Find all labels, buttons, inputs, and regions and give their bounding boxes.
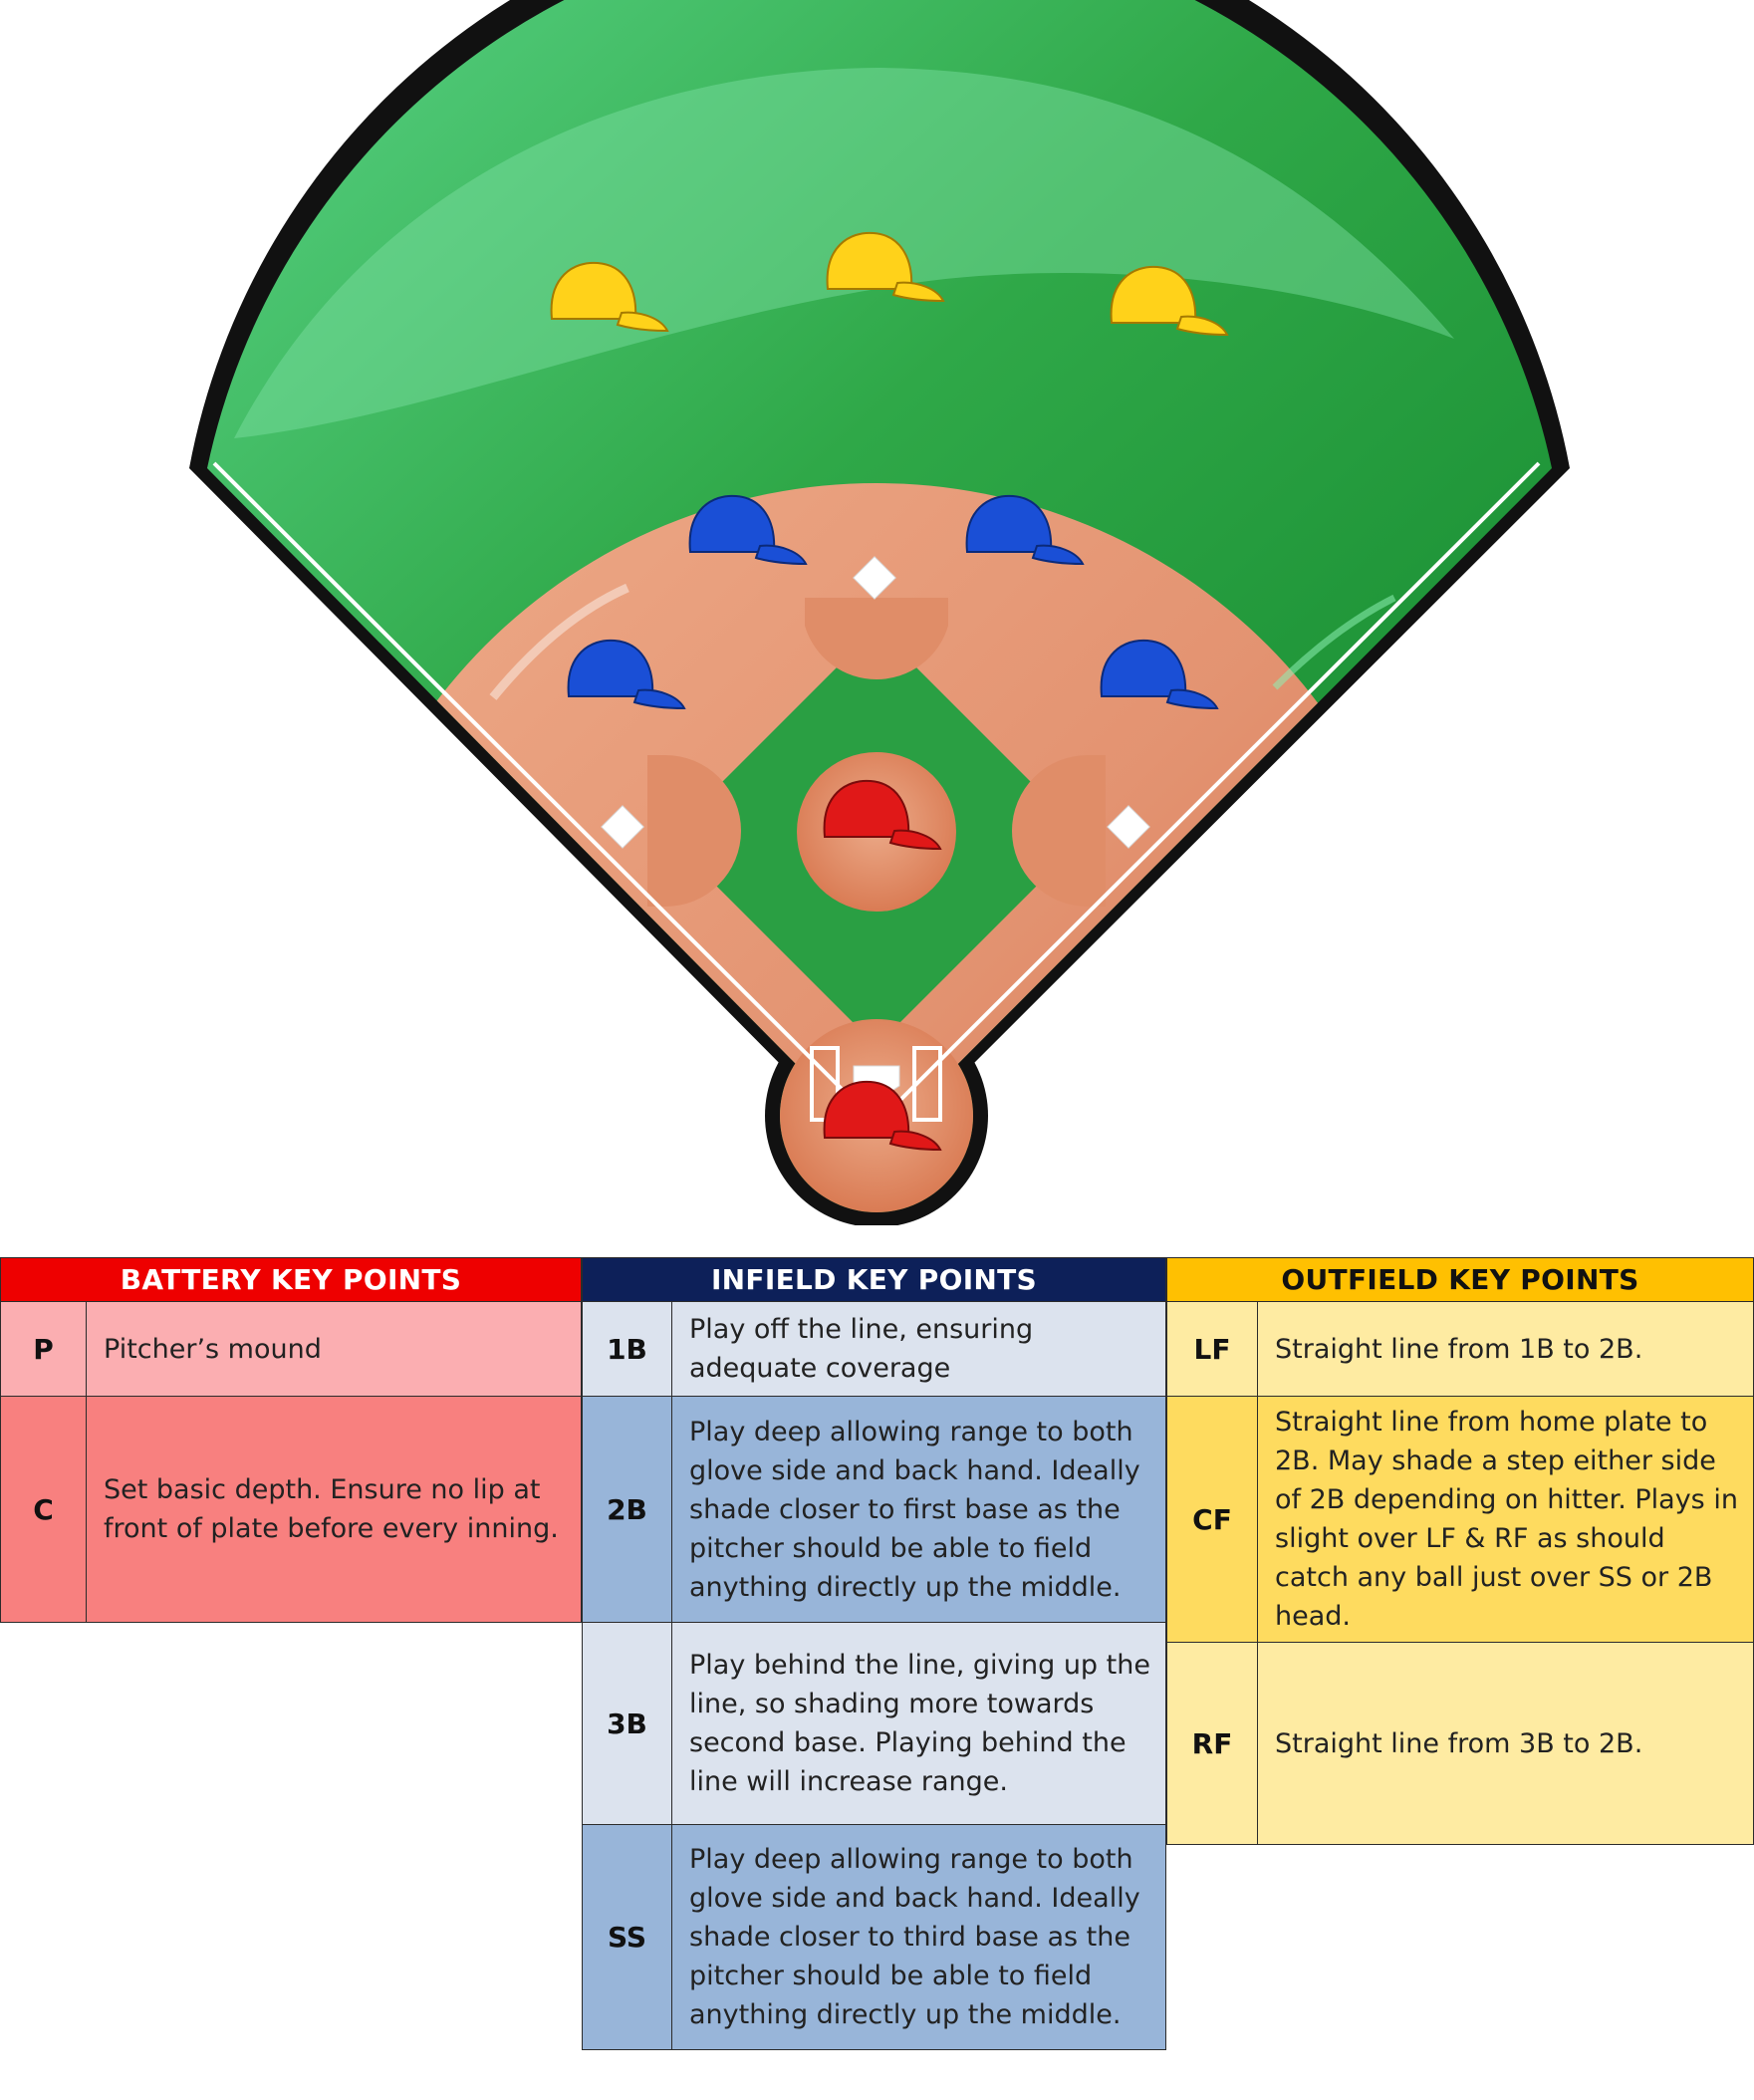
position-code: RF bbox=[1166, 1642, 1258, 1845]
position-description: Play behind the line, giving up the line… bbox=[671, 1622, 1166, 1825]
position-code: LF bbox=[1166, 1301, 1258, 1397]
infield-key-points-table: INFIELD KEY POINTS 1B Play off the line,… bbox=[582, 1257, 1166, 2050]
battery-header: BATTERY KEY POINTS bbox=[0, 1257, 582, 1302]
table-row: RF Straight line from 3B to 2B. bbox=[1166, 1642, 1754, 1845]
table-row: 3B Play behind the line, giving up the l… bbox=[582, 1622, 1166, 1825]
table-row: C Set basic depth. Ensure no lip at fron… bbox=[0, 1396, 582, 1623]
position-description: Straight line from 3B to 2B. bbox=[1257, 1642, 1754, 1845]
position-code: 3B bbox=[582, 1622, 672, 1825]
position-code: P bbox=[0, 1301, 87, 1397]
position-code: 2B bbox=[582, 1396, 672, 1623]
outfield-key-points-table: OUTFIELD KEY POINTS LF Straight line fro… bbox=[1166, 1257, 1754, 1845]
foul-lines bbox=[212, 461, 1541, 1126]
position-description: Straight line from 1B to 2B. bbox=[1257, 1301, 1754, 1397]
position-description: Play deep allowing range to both glove s… bbox=[671, 1824, 1166, 2050]
table-row: 2B Play deep allowing range to both glov… bbox=[582, 1396, 1166, 1623]
third-base-icon bbox=[601, 805, 644, 849]
position-description: Play deep allowing range to both glove s… bbox=[671, 1396, 1166, 1623]
position-description: Straight line from home plate to 2B. May… bbox=[1257, 1396, 1754, 1643]
position-code: 1B bbox=[582, 1301, 672, 1397]
first-base-icon bbox=[1107, 805, 1150, 849]
table-row: LF Straight line from 1B to 2B. bbox=[1166, 1301, 1754, 1397]
position-description: Play off the line, ensuring adequate cov… bbox=[671, 1301, 1166, 1397]
outfield-header: OUTFIELD KEY POINTS bbox=[1166, 1257, 1754, 1302]
table-row: CF Straight line from home plate to 2B. … bbox=[1166, 1396, 1754, 1643]
infield-header: INFIELD KEY POINTS bbox=[582, 1257, 1166, 1302]
position-description: Pitcher’s mound bbox=[86, 1301, 582, 1397]
second-base-icon bbox=[853, 556, 896, 600]
table-row: SS Play deep allowing range to both glov… bbox=[582, 1824, 1166, 2050]
table-row: 1B Play off the line, ensuring adequate … bbox=[582, 1301, 1166, 1397]
baseball-field-diagram bbox=[189, 0, 1570, 1225]
battery-key-points-table: BATTERY KEY POINTS P Pitcher’s mound C S… bbox=[0, 1257, 582, 1623]
position-code: C bbox=[0, 1396, 87, 1623]
position-description: Set basic depth. Ensure no lip at front … bbox=[86, 1396, 582, 1623]
table-row: P Pitcher’s mound bbox=[0, 1301, 582, 1397]
position-code: SS bbox=[582, 1824, 672, 2050]
position-code: CF bbox=[1166, 1396, 1258, 1643]
